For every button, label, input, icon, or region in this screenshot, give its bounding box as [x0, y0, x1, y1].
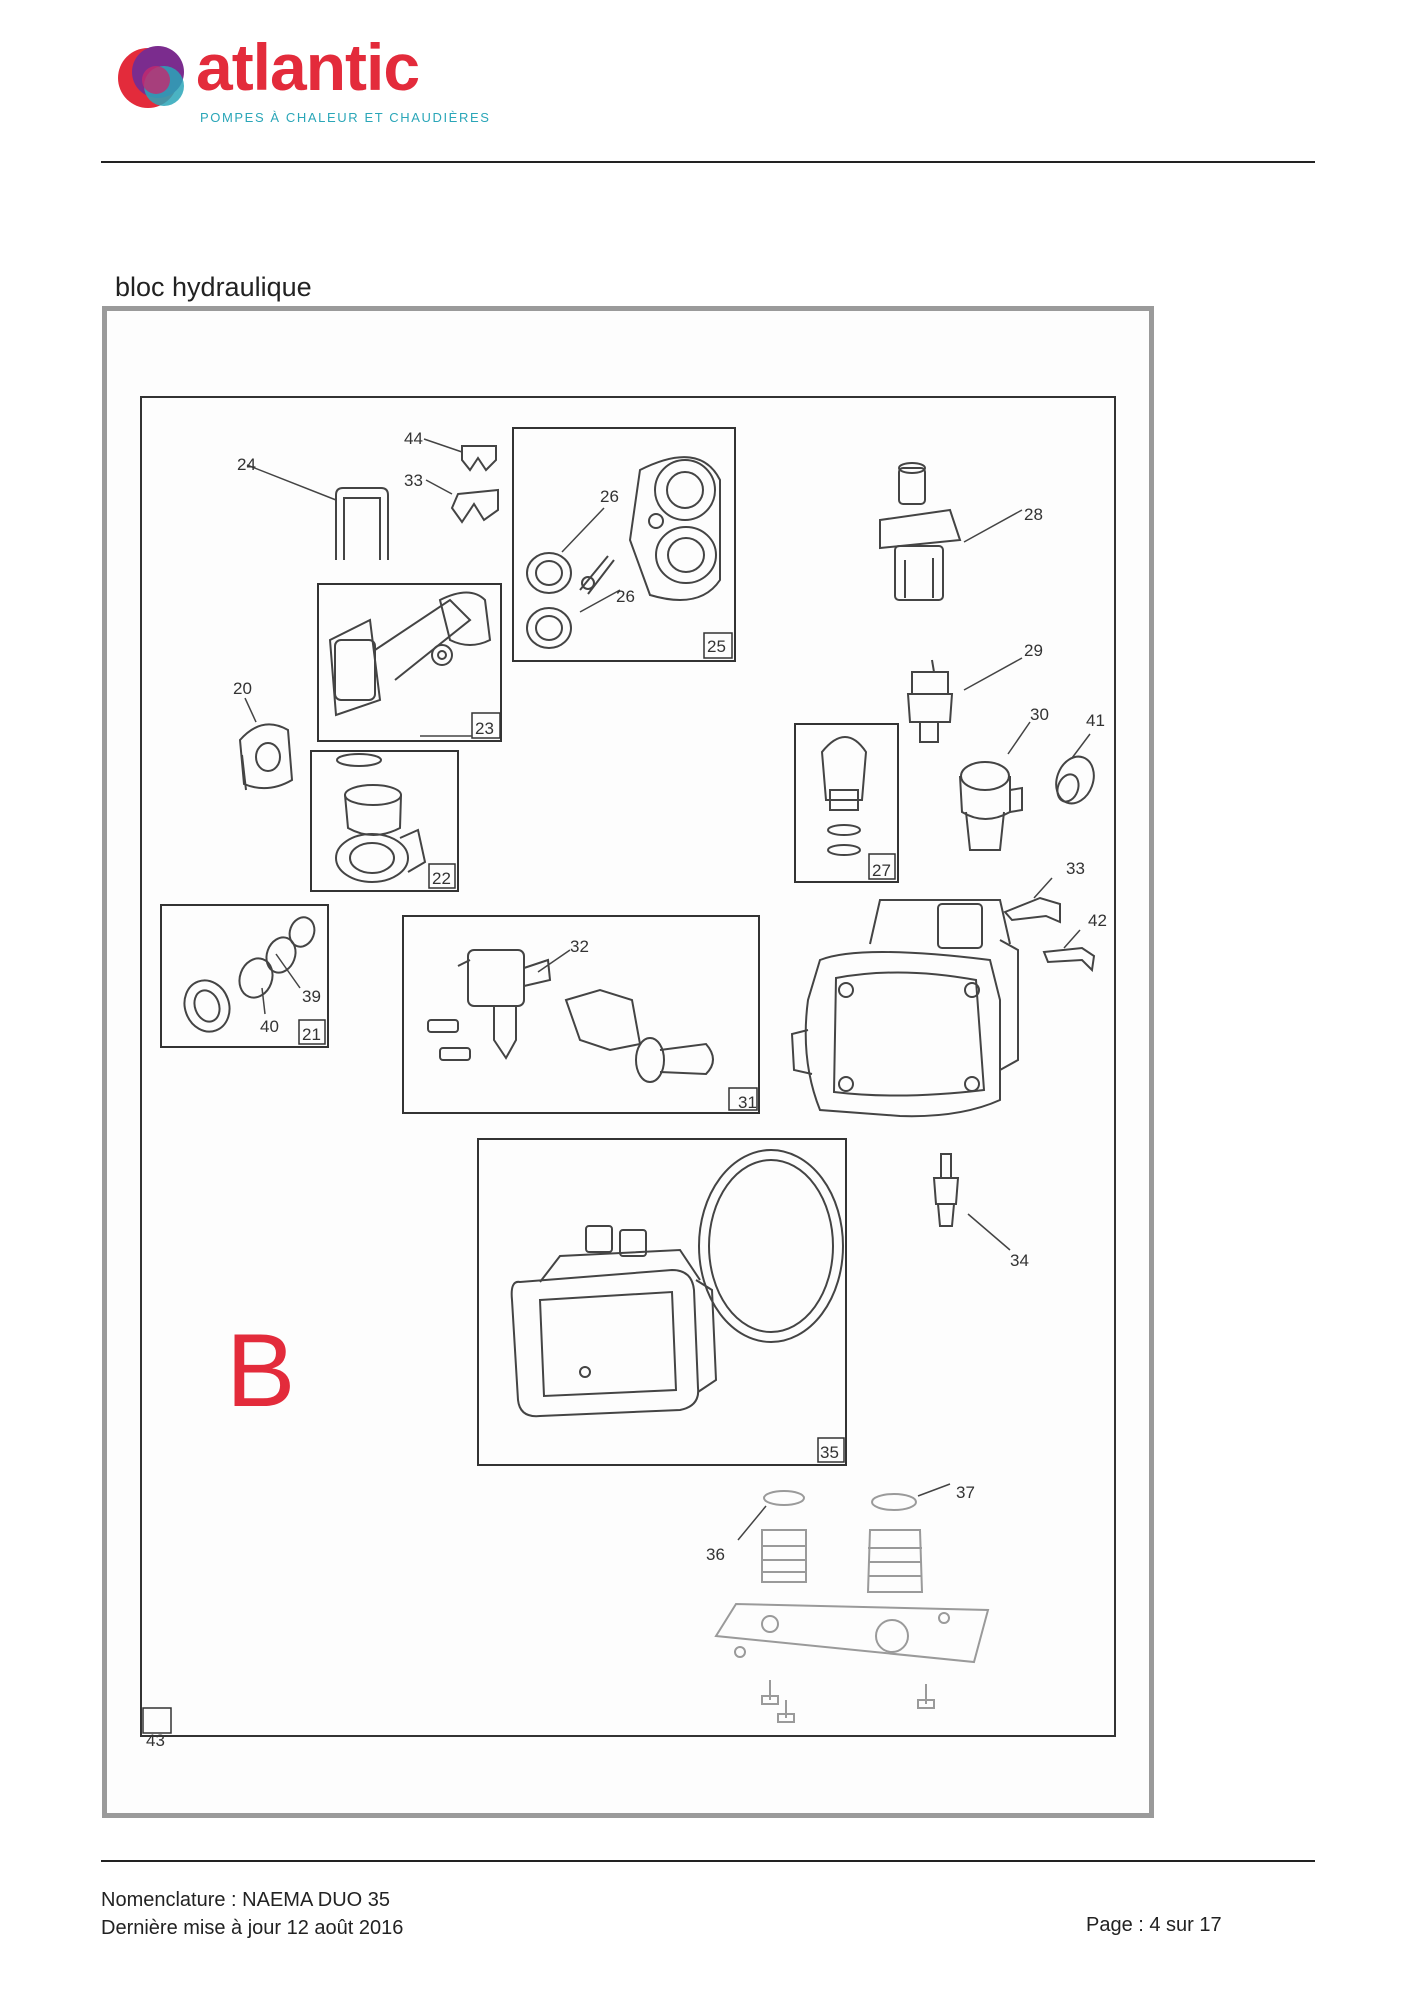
- atlantic-logo-mark-icon: [118, 46, 184, 108]
- footer-last-update: Dernière mise à jour 12 août 2016: [101, 1917, 404, 1939]
- callout-25: 25: [707, 637, 726, 656]
- atlantic-logo: atlantic POMPES À CHALEUR ET CHAUDIÈRES: [112, 34, 492, 130]
- callout-31: 31: [738, 1093, 757, 1112]
- callout-43: 43: [146, 1731, 165, 1750]
- callout-34: 34: [1010, 1251, 1029, 1270]
- callout-33-right: 33: [1066, 859, 1085, 878]
- brand-tagline: POMPES À CHALEUR ET CHAUDIÈRES: [200, 110, 491, 125]
- callout-42: 42: [1088, 911, 1107, 930]
- callout-40: 40: [260, 1017, 279, 1036]
- callout-28: 28: [1024, 505, 1043, 524]
- footer-nomenclature: Nomenclature : NAEMA DUO 35: [101, 1889, 390, 1911]
- callout-33-top: 33: [404, 471, 423, 490]
- callout-29: 29: [1024, 641, 1043, 660]
- callout-27: 27: [872, 861, 891, 880]
- callout-22: 22: [432, 869, 451, 888]
- callout-39: 39: [302, 987, 321, 1006]
- callout-44: 44: [404, 429, 423, 448]
- callout-41: 41: [1086, 711, 1105, 730]
- callout-23: 23: [475, 719, 494, 738]
- callout-32: 32: [570, 937, 589, 956]
- callout-35: 35: [820, 1443, 839, 1462]
- callout-21: 21: [302, 1025, 321, 1044]
- brand-name: atlantic: [196, 30, 420, 104]
- callout-37: 37: [956, 1483, 975, 1502]
- footer-page-number: Page : 4 sur 17: [1086, 1914, 1222, 1936]
- callout-26-upper: 26: [600, 487, 619, 506]
- header-divider: [101, 161, 1315, 163]
- callout-24: 24: [237, 455, 256, 474]
- callout-26-lower: 26: [616, 587, 635, 606]
- callout-36: 36: [706, 1545, 725, 1564]
- footer-divider: [101, 1860, 1315, 1862]
- diagram-frame: [102, 306, 1154, 1818]
- callout-20: 20: [233, 679, 252, 698]
- section-letter: B: [226, 1313, 295, 1429]
- section-title: bloc hydraulique: [115, 272, 312, 302]
- callout-30: 30: [1030, 705, 1049, 724]
- footer-info: Nomenclature : NAEMA DUO 35 Dernière mis…: [101, 1886, 403, 1942]
